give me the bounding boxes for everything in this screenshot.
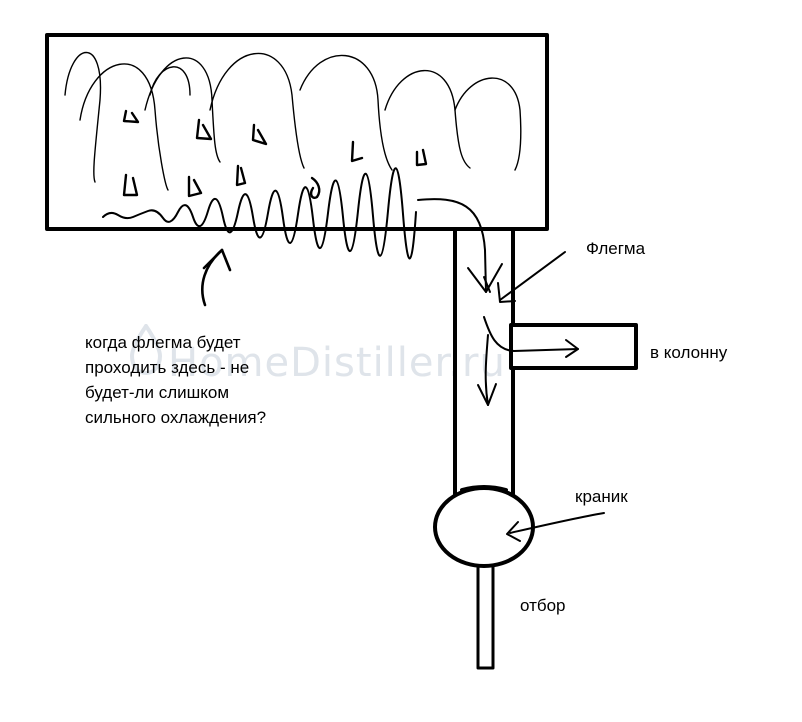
- note-line: проходить здесь - не: [85, 358, 250, 377]
- note-text: когда флегма будет проходить здесь - не …: [85, 330, 266, 430]
- note-line: сильного охлаждения?: [85, 408, 267, 427]
- drop-logo-icon: [129, 324, 163, 376]
- note-arrow: [201, 248, 232, 307]
- condenser-tank: [45, 33, 549, 231]
- condensate-wave: [102, 167, 417, 260]
- to-column-label: в колонну: [650, 343, 728, 362]
- vapor-swirls: [64, 52, 522, 191]
- column-branch: [509, 323, 638, 370]
- flow-arrow-down: [417, 198, 503, 293]
- note-line: когда флегма будет: [85, 333, 241, 352]
- note-line: будет-ли слишком: [85, 383, 230, 402]
- tap-pointer-arrow: [506, 512, 605, 542]
- tap-label: краник: [575, 487, 628, 506]
- tap-valve: [433, 486, 535, 568]
- flegma-pointer-arrow: [497, 251, 566, 303]
- flow-arrow-to-column: [483, 316, 579, 358]
- outlet-pipe: [476, 564, 495, 670]
- droplets: [122, 109, 428, 199]
- flegma-label: Флегма: [586, 239, 646, 258]
- flow-arrow-down-pipe: [477, 334, 497, 406]
- watermark-text: HomeDistiller.ru: [168, 340, 506, 386]
- outlet-label: отбор: [520, 596, 566, 615]
